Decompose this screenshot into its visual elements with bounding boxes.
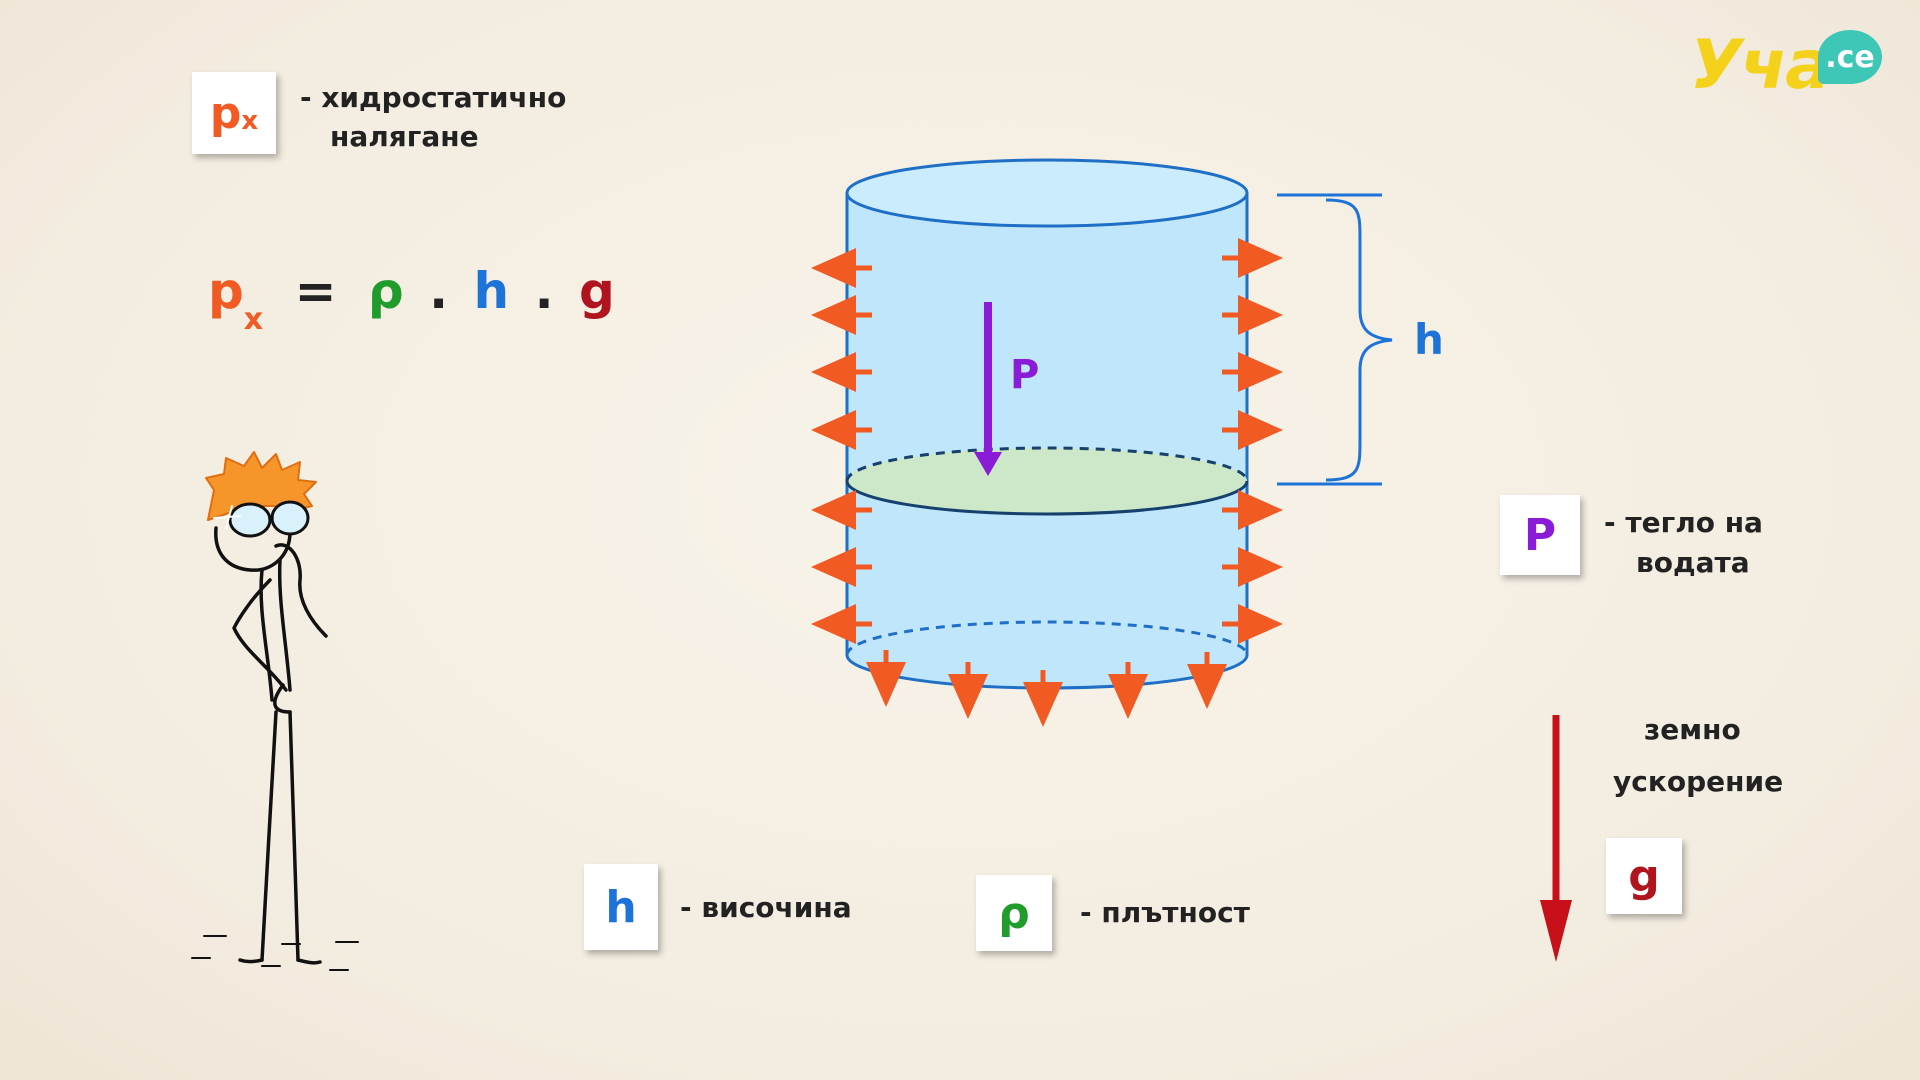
density-description: - плътност bbox=[1080, 896, 1250, 929]
water-cylinder bbox=[845, 158, 1249, 690]
weight-description-line1: - тегло на bbox=[1604, 506, 1763, 539]
formula-lhs: p bbox=[208, 262, 244, 320]
gravity-symbol-card: g bbox=[1606, 838, 1682, 914]
brand-logo: Уча bbox=[1690, 26, 1831, 105]
stick-figure-thinking-icon bbox=[191, 451, 359, 971]
px-description-line2: налягане bbox=[330, 120, 479, 153]
weight-symbol: P bbox=[1523, 509, 1557, 561]
formula-dot-1: . bbox=[429, 262, 449, 320]
height-label: h bbox=[1414, 315, 1444, 364]
height-symbol: h bbox=[605, 881, 637, 933]
weight-symbol-card: P bbox=[1500, 495, 1580, 575]
formula-g: g bbox=[579, 262, 615, 320]
weight-label: P bbox=[1010, 352, 1039, 398]
height-symbol-card: h bbox=[584, 864, 658, 950]
bottom-pressure-arrows bbox=[866, 650, 1227, 727]
gravity-arrow-icon bbox=[1540, 715, 1572, 962]
formula-dot-2: . bbox=[534, 262, 554, 320]
layer-front-edge bbox=[845, 480, 1249, 516]
formula-lhs-sub: x bbox=[243, 302, 264, 337]
layer-surface bbox=[847, 448, 1247, 514]
gravity-description-line2: ускорение bbox=[1613, 765, 1784, 798]
hydrostatic-formula: px = ρ . h . g bbox=[208, 262, 615, 337]
px-subscript: x bbox=[241, 106, 259, 136]
weight-description-line2: водата bbox=[1636, 546, 1750, 579]
px-description-line1: - хидростатично bbox=[300, 81, 567, 114]
cylinder-bottom-back bbox=[845, 620, 1249, 656]
height-description: - височина bbox=[680, 891, 852, 924]
density-symbol: ρ bbox=[998, 887, 1030, 939]
density-symbol-card: ρ bbox=[976, 875, 1052, 951]
gravity-symbol: g bbox=[1628, 850, 1660, 902]
formula-h: h bbox=[473, 262, 510, 320]
height-brace bbox=[1277, 193, 1393, 486]
cylinder-top bbox=[845, 158, 1249, 228]
formula-rho: ρ bbox=[367, 262, 404, 320]
layer-back-edge bbox=[845, 446, 1249, 482]
px-symbol: p bbox=[209, 87, 242, 139]
formula-equals: = bbox=[294, 262, 337, 320]
brand-logo-badge: .се bbox=[1818, 30, 1882, 84]
weight-arrow bbox=[974, 302, 1002, 476]
gravity-description-line1: земно bbox=[1644, 713, 1741, 746]
right-pressure-arrows bbox=[1222, 238, 1283, 644]
left-pressure-arrows bbox=[811, 248, 872, 644]
